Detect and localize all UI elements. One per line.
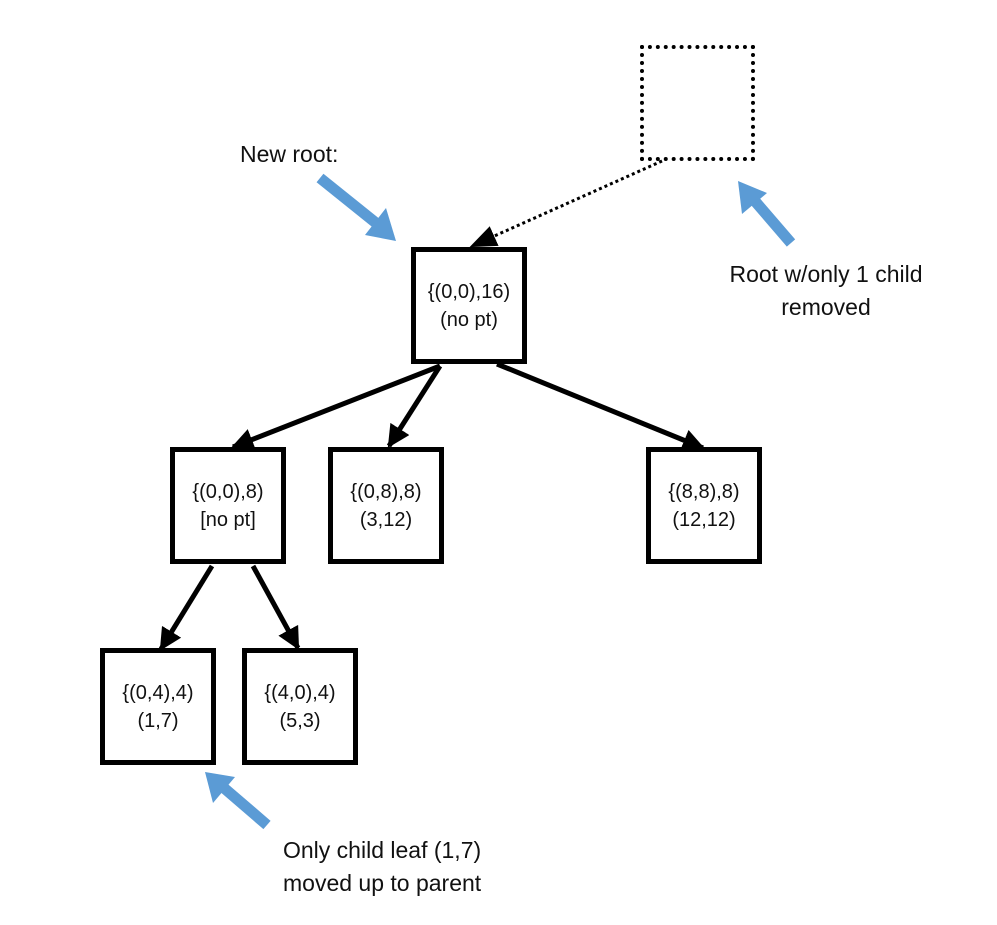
- pointer-arrow-new-root: [316, 173, 396, 241]
- annotation-line-2: moved up to parent: [283, 870, 482, 896]
- edge-00-8-to-04-4: [158, 564, 215, 651]
- tree-node-8-8-8: {(8,8),8) (12,12): [646, 447, 762, 564]
- node-region-label: {(0,4),4): [122, 681, 194, 704]
- annotation-line-1: Root w/only 1 child: [729, 261, 923, 287]
- node-region-label: {(0,8),8): [350, 480, 422, 503]
- edge-root-to-08-8: [386, 364, 443, 448]
- edge-removed-root-to-new-root: [469, 159, 663, 248]
- node-region-label: {(4,0),4): [264, 681, 336, 704]
- node-region-label: {(8,8),8): [668, 480, 740, 503]
- tree-node-4-0-4: {(4,0),4) (5,3): [242, 648, 358, 765]
- annotation-only-child: Only child leaf (1,7) moved up to parent: [283, 834, 481, 900]
- pointer-arrow-removed-root: [738, 181, 796, 247]
- node-region-label: {(0,0),8): [192, 480, 264, 503]
- annotation-line-1: Only child leaf (1,7): [283, 837, 482, 863]
- annotation-new-root: New root:: [240, 138, 338, 171]
- node-point-label: (12,12): [672, 508, 736, 531]
- annotation-line-2: removed: [781, 294, 871, 320]
- node-point-label: (1,7): [137, 709, 179, 732]
- edge-root-to-88-8: [496, 361, 706, 451]
- node-point-label: (5,3): [279, 709, 321, 732]
- node-point-label: (3,12): [359, 508, 413, 531]
- node-region-label: {(0,0),16): [427, 280, 511, 303]
- annotation-text: New root:: [240, 141, 339, 167]
- edge-00-8-to-40-4: [250, 564, 301, 650]
- annotation-root-removed: Root w/only 1 child removed: [706, 258, 946, 324]
- node-point-label: (no pt): [440, 308, 498, 331]
- tree-node-0-0-8: {(0,0),8) [no pt]: [170, 447, 286, 564]
- removed-root-node: [640, 45, 755, 161]
- edge-root-to-00-8: [230, 363, 441, 451]
- node-point-label: [no pt]: [200, 508, 256, 531]
- pointer-arrow-only-child: [205, 772, 271, 830]
- tree-node-0-8-8: {(0,8),8) (3,12): [328, 447, 444, 564]
- tree-node-0-4-4: {(0,4),4) (1,7): [100, 648, 216, 765]
- tree-node-root: {(0,0),16) (no pt): [411, 247, 527, 364]
